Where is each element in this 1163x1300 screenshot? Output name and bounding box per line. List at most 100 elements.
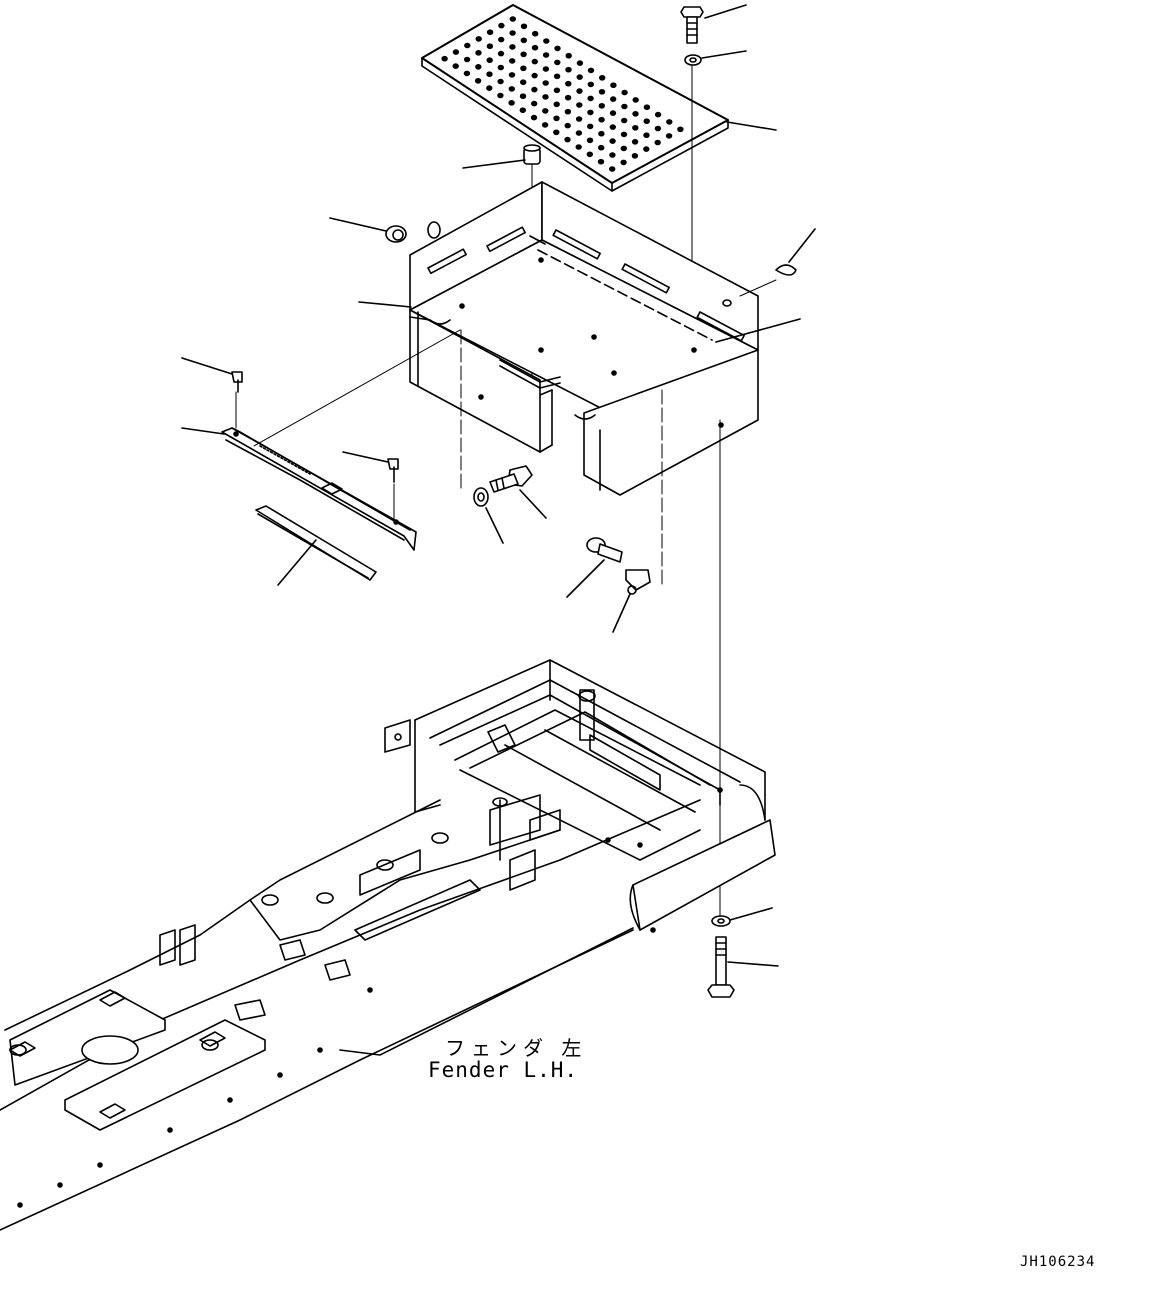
perforation-hole bbox=[542, 80, 549, 86]
perforation-hole bbox=[587, 95, 594, 102]
perforation-hole bbox=[654, 139, 661, 146]
rubber-strip bbox=[255, 505, 377, 586]
perforation-hole bbox=[542, 66, 550, 72]
perforation-hole bbox=[486, 29, 494, 36]
perforation-hole bbox=[620, 145, 628, 152]
perforation-hole bbox=[587, 123, 594, 130]
perforation-hole bbox=[598, 89, 606, 95]
perforation-hole bbox=[486, 71, 493, 78]
perforation-hole bbox=[497, 92, 504, 99]
perforation-hole bbox=[621, 117, 628, 124]
perforation-hole bbox=[553, 73, 561, 80]
perforation-hole bbox=[553, 101, 560, 108]
flange-bolt bbox=[566, 537, 623, 598]
perforation-hole bbox=[576, 74, 583, 80]
perforation-hole bbox=[586, 137, 594, 144]
perforation-hole bbox=[564, 122, 571, 129]
perforation-hole bbox=[554, 59, 561, 66]
perforation-hole bbox=[565, 80, 572, 87]
perforation-hole bbox=[463, 56, 471, 63]
perforation-hole bbox=[486, 85, 493, 91]
perforation-hole bbox=[665, 133, 673, 139]
perforation-hole bbox=[520, 37, 528, 44]
perforation-hole bbox=[654, 111, 662, 118]
perforation-hole bbox=[509, 16, 516, 22]
perforation-hole bbox=[666, 119, 673, 125]
perforation-hole bbox=[441, 55, 448, 62]
perforation-hole bbox=[519, 93, 527, 100]
perforation-hole bbox=[509, 30, 516, 36]
perforation-hole bbox=[565, 66, 572, 73]
perforation-hole bbox=[621, 103, 628, 110]
perforation-hole bbox=[508, 86, 515, 92]
perforation-hole bbox=[498, 22, 505, 29]
perforation-hole bbox=[475, 49, 482, 56]
perforation-hole bbox=[643, 104, 651, 111]
perforation-hole bbox=[575, 144, 582, 150]
washer-top bbox=[684, 50, 747, 66]
perforation-hole bbox=[554, 45, 561, 52]
perforation-hole bbox=[609, 138, 616, 144]
perforation-hole bbox=[531, 72, 538, 79]
bolt-middle bbox=[489, 465, 547, 519]
perforation-hole bbox=[497, 78, 504, 85]
perforation-hole bbox=[610, 82, 617, 89]
perforation-hole bbox=[575, 130, 583, 136]
perforation-hole bbox=[542, 94, 549, 100]
perforation-hole bbox=[564, 94, 572, 101]
j-bolt-left bbox=[181, 357, 243, 429]
washer-middle bbox=[473, 487, 504, 544]
perforation-hole bbox=[553, 87, 561, 94]
perforation-hole bbox=[610, 96, 617, 102]
perforation-hole bbox=[643, 146, 650, 152]
perforation-hole bbox=[532, 30, 539, 37]
perforation-hole bbox=[531, 44, 539, 51]
perforation-hole bbox=[609, 152, 616, 158]
perforation-hole bbox=[452, 63, 459, 69]
perforation-hole bbox=[498, 36, 505, 43]
fender-label-japanese: フェンダ 左 bbox=[445, 1036, 588, 1060]
perforation-hole bbox=[654, 125, 662, 132]
bolt-top bbox=[680, 4, 747, 44]
perforation-hole bbox=[553, 115, 560, 122]
perforation-hole bbox=[486, 57, 493, 64]
perforation-hole bbox=[620, 131, 628, 138]
perforation-hole bbox=[677, 126, 684, 133]
perforation-hole bbox=[464, 42, 471, 49]
perforation-hole bbox=[475, 36, 482, 42]
perforation-hole bbox=[565, 52, 572, 59]
perforation-hole bbox=[452, 49, 460, 55]
drawing-number: JH106234 bbox=[1020, 1254, 1096, 1270]
fender-frame bbox=[0, 659, 776, 1231]
perforation-hole bbox=[553, 129, 560, 136]
perforation-hole bbox=[576, 60, 584, 66]
perforation-hole bbox=[643, 118, 650, 125]
perforation-hole bbox=[486, 43, 494, 50]
perforation-hole bbox=[631, 153, 639, 159]
perforation-hole bbox=[543, 38, 550, 44]
perforation-hole bbox=[587, 109, 594, 116]
perforation-hole bbox=[542, 108, 549, 114]
perforation-hole bbox=[474, 78, 482, 84]
perforation-hole bbox=[632, 111, 639, 117]
perforation-hole bbox=[508, 100, 515, 106]
perforation-hole bbox=[632, 97, 639, 103]
perforation-hole bbox=[598, 144, 605, 151]
bolt-bottom bbox=[707, 936, 779, 998]
perforation-hole bbox=[520, 23, 528, 30]
perforation-hole bbox=[463, 70, 471, 77]
perforation-hole bbox=[520, 79, 527, 86]
perforation-hole bbox=[621, 89, 628, 96]
perforation-hole bbox=[632, 125, 639, 131]
perforation-hole bbox=[587, 81, 595, 88]
perforation-hole bbox=[598, 116, 605, 123]
battery-box bbox=[409, 181, 801, 496]
grommet bbox=[329, 217, 407, 243]
perforation-hole bbox=[508, 72, 516, 78]
perforation-hole bbox=[520, 51, 527, 58]
clip-nut bbox=[612, 569, 651, 633]
hold-down-bracket bbox=[181, 329, 461, 551]
perforation-hole bbox=[530, 114, 538, 121]
perforation-hole bbox=[509, 58, 516, 64]
